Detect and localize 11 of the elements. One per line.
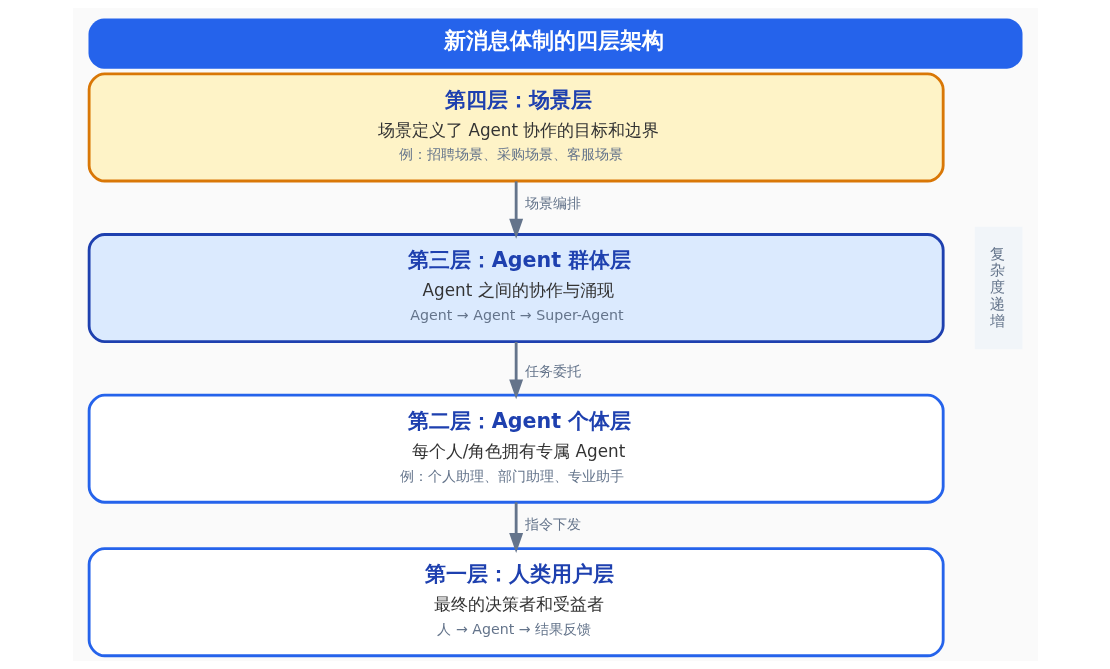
arrow	[508, 341, 523, 400]
arrow	[508, 181, 523, 239]
node-box: 第三层：Agent 群体层 Agent 之间的协作与涌现 Agent → Agent → Super-Agent	[87, 233, 945, 344]
node-box: 第二层：Agent 个体层 每个人/角色拥有专属 Agent 例：个人助理、部门助理、专业助手	[87, 393, 945, 504]
diagram-title: 新消息体制的四层架构	[443, 28, 664, 54]
node-box: 第四层：场景层 场景定义了 Agent 协作的目标和边界 例：招聘场景、采购场景、客服场景	[87, 72, 945, 183]
arrow	[508, 502, 523, 553]
edge-label: 场景编排	[524, 194, 581, 211]
edge-label: 指令下发	[524, 516, 581, 533]
edge-label: 任务委托	[524, 362, 581, 379]
node-box: 第一层：人类用户层 最终的决策者和受益者 人 → Agent → 结果反馈	[87, 547, 945, 658]
